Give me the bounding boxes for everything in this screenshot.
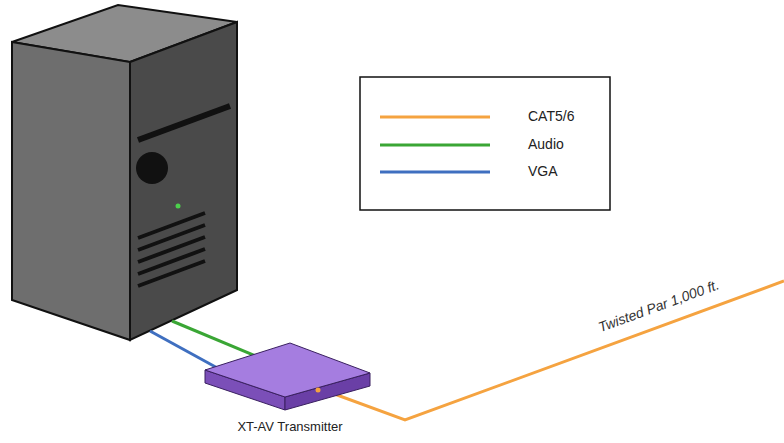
- power-led: [176, 204, 181, 209]
- tower-side: [12, 42, 130, 340]
- legend-line: [380, 144, 490, 147]
- legend-text: VGA: [528, 163, 558, 179]
- device-label: XT-AV Transmitter: [200, 419, 380, 434]
- port: [316, 388, 321, 393]
- legend-text: Audio: [528, 136, 564, 152]
- legend-line: [380, 171, 490, 174]
- power-button: [136, 152, 168, 184]
- legend-text: CAT5/6: [528, 108, 574, 124]
- drive-slot: [138, 106, 230, 140]
- transmitter-box: XT-AV Transmitter: [200, 335, 380, 443]
- legend-line: [380, 116, 490, 119]
- legend-box: [360, 77, 610, 210]
- computer-tower: [12, 5, 237, 340]
- transmitter-top: [205, 343, 370, 397]
- audio-cable: [172, 321, 258, 357]
- tower-front: [130, 22, 237, 340]
- cat-cable: [318, 281, 784, 420]
- vents: [138, 213, 205, 286]
